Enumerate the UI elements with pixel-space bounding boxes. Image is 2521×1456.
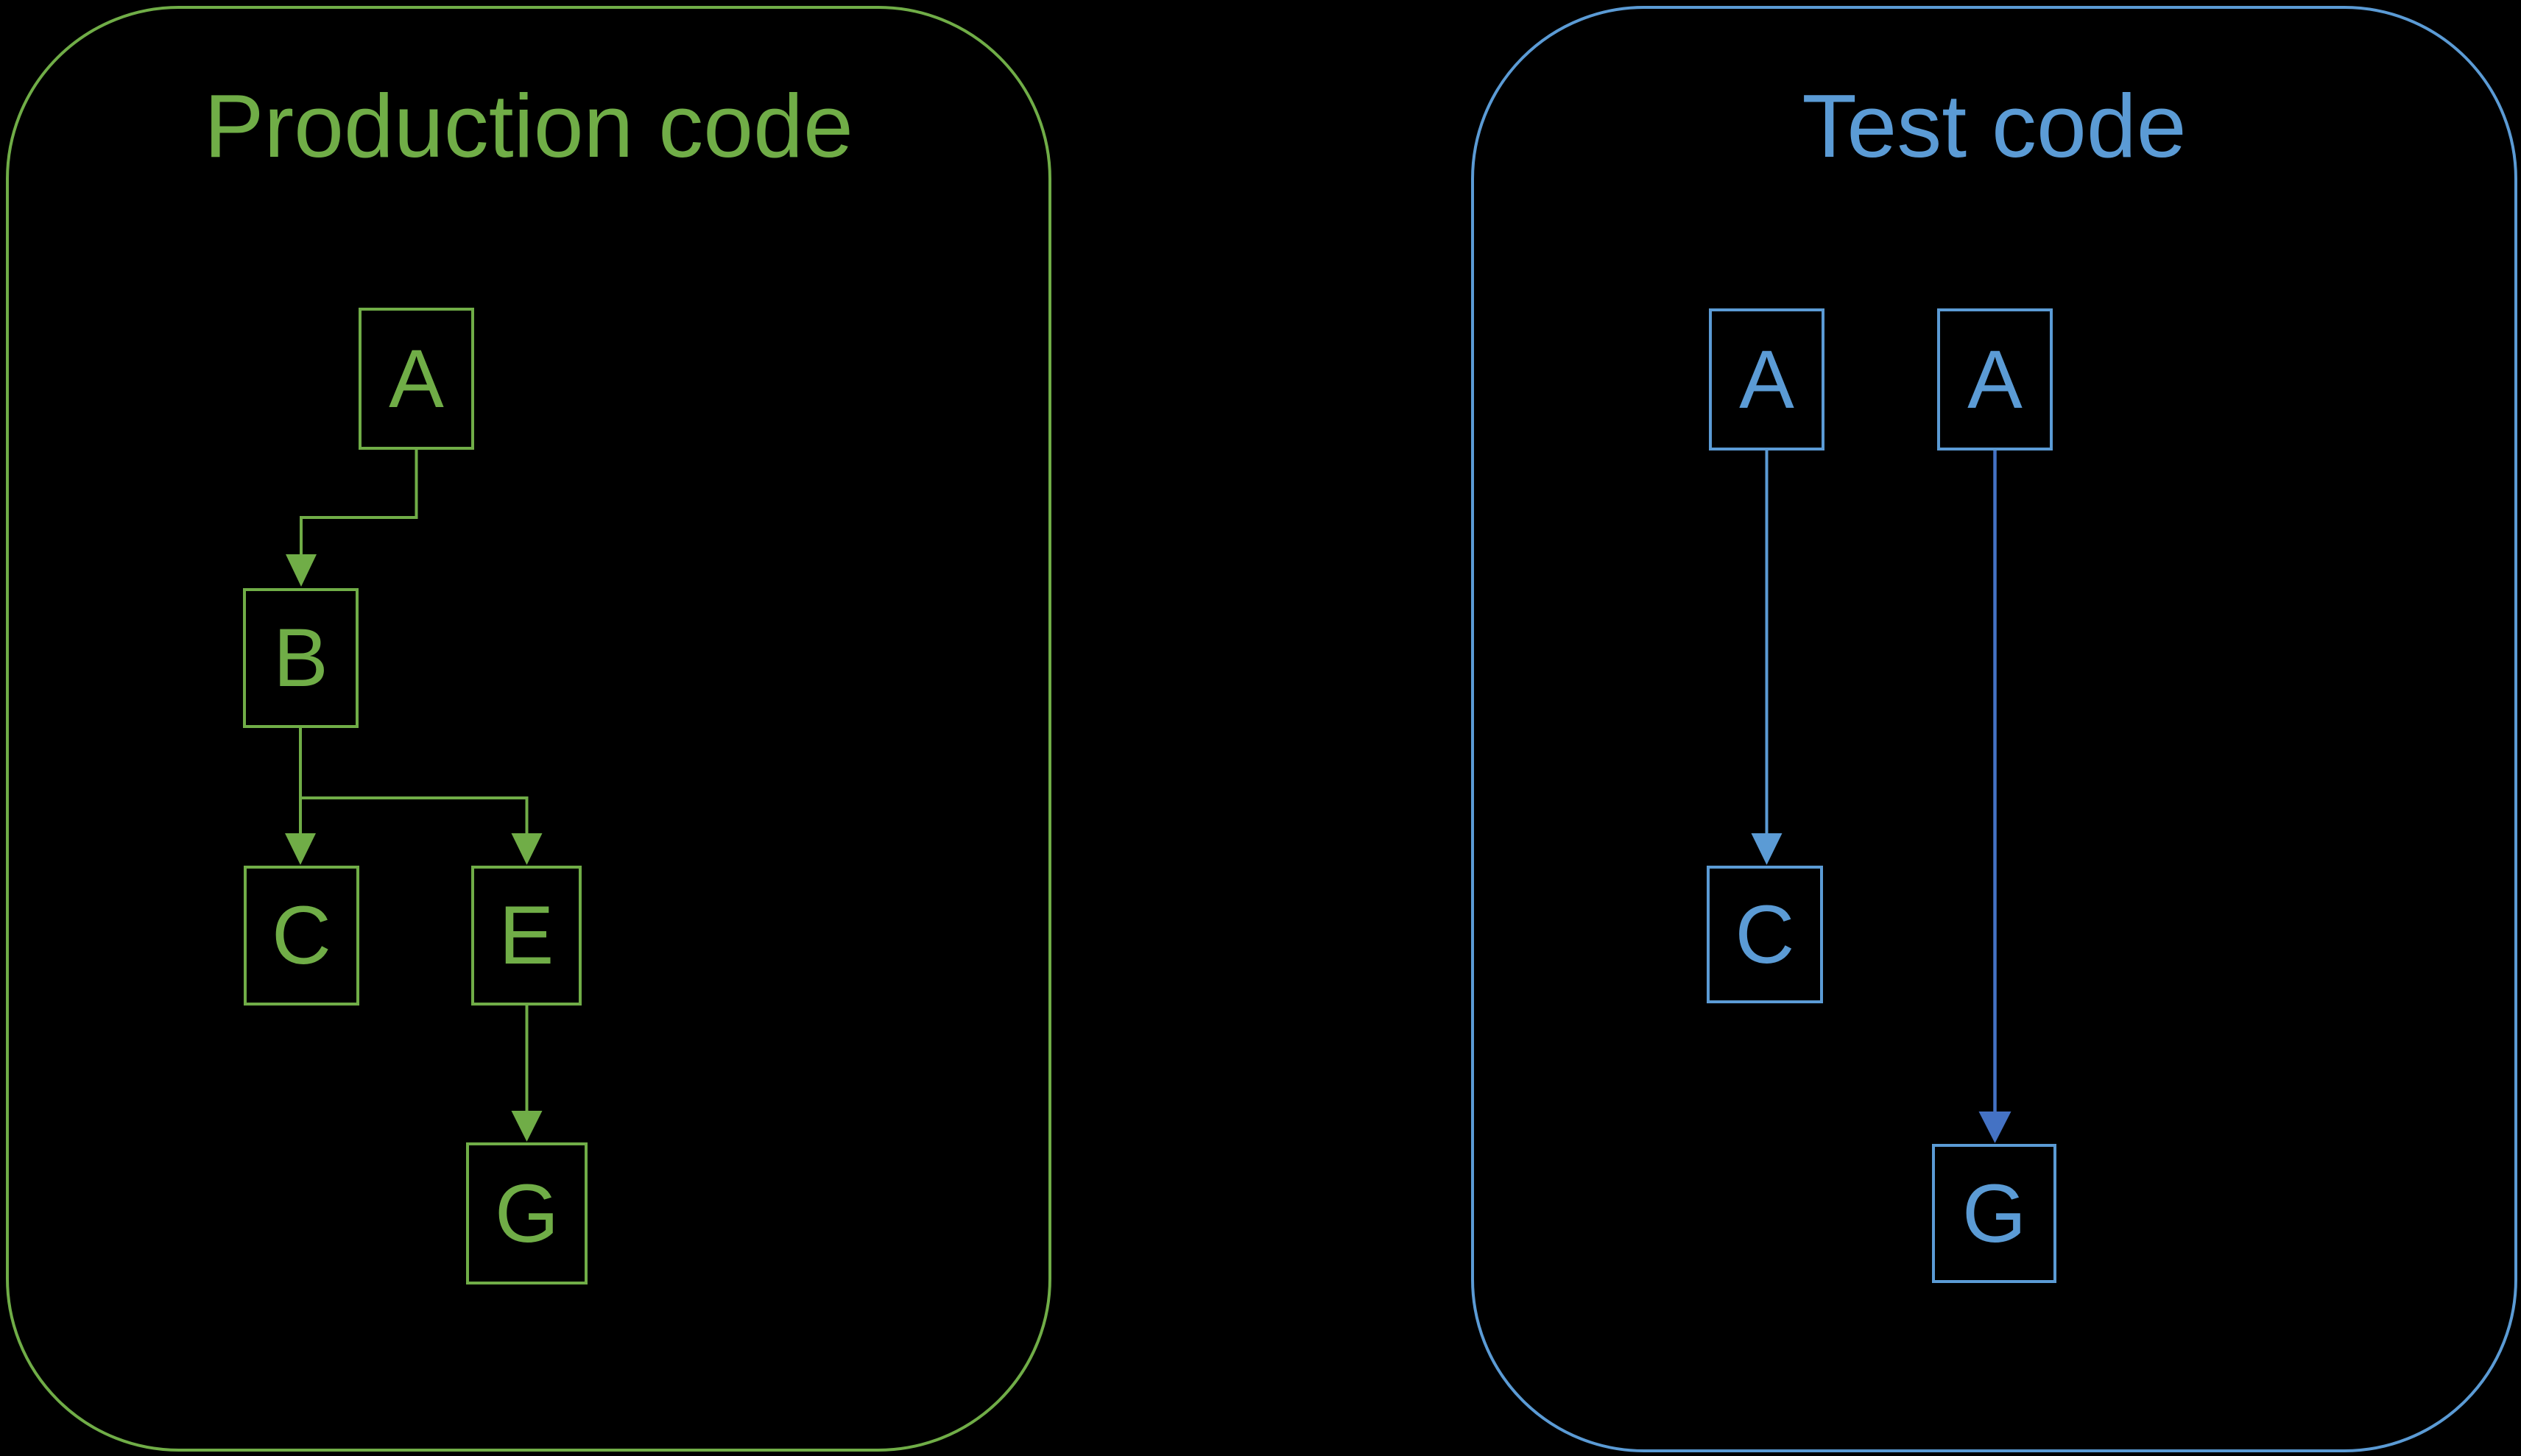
test-node-c-label: C [1735, 888, 1795, 980]
test-node-a1-label: A [1739, 333, 1794, 425]
test-node-g: G [1932, 1144, 2056, 1283]
production-title: Production code [204, 76, 853, 176]
test-node-a2-label: A [1967, 333, 2023, 425]
production-node-a: A [359, 308, 474, 450]
production-node-c: C [244, 866, 359, 1006]
production-panel: Production code [6, 6, 1051, 1452]
production-node-c-label: C [272, 889, 331, 981]
production-node-b-label: B [273, 612, 328, 704]
production-node-e-label: E [498, 889, 554, 981]
production-node-b: B [243, 588, 359, 728]
test-node-c: C [1707, 866, 1823, 1003]
production-node-g-label: G [494, 1167, 560, 1259]
production-node-a-label: A [389, 332, 444, 425]
test-node-g-label: G [1961, 1167, 2027, 1259]
test-title: Test code [1802, 76, 2187, 176]
production-node-e: E [471, 866, 582, 1006]
test-panel: Test code [1471, 6, 2517, 1452]
test-node-a2: A [1937, 308, 2053, 450]
production-node-g: G [466, 1142, 588, 1284]
test-node-a1: A [1709, 308, 1824, 450]
